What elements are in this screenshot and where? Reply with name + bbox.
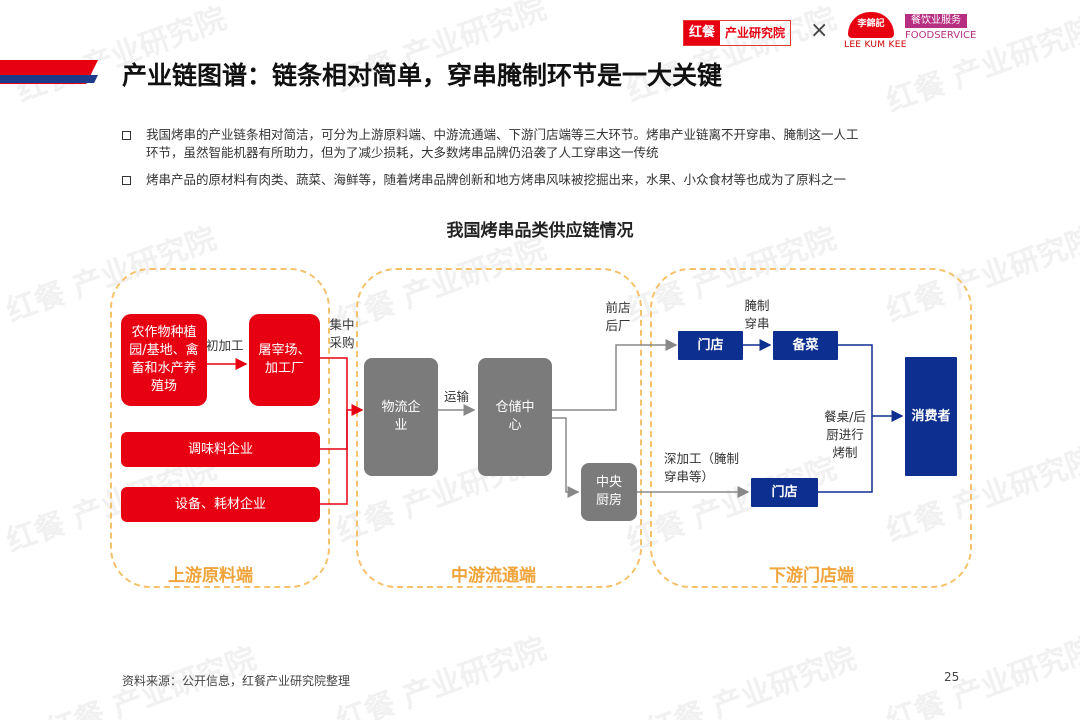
edge-label-front-store-back-factory: 前店后厂 [605,300,631,333]
node-prep: 备菜 [773,331,838,360]
bullet-2-line-1: 烤串产品的原材料有肉类、蔬菜、海鲜等，随着烤串品牌创新和地方烤串风味被挖掘出来，… [146,172,847,187]
lee-kum-kee-logo-text: LEE KUM KEE [844,40,907,50]
node-farm-base: 农作物种植园/基地、禽畜和水产养殖场 [121,314,207,406]
diagram-title: 我国烤串品类供应链情况 [446,221,634,241]
page-number: 25 [944,670,960,684]
foodservice-logo-cn: 餐饮业服务 [905,14,967,28]
hongcan-logo-text: 产业研究院 [725,26,786,40]
edge-label-centralized-purchase: 集中采购 [329,317,355,350]
node-central-kitchen-label: 中央厨房 [595,475,622,508]
edge-label-table-kitchen-grill: 餐桌/后厨进行烤制 [824,409,866,460]
node-warehouse: 仓储中心 [478,358,552,476]
node-farm-base-label: 农作物种植园/基地、禽畜和水产养殖场 [129,325,199,394]
node-logistics: 物流企业 [364,358,438,476]
node-equipment-company: 设备、耗材企业 [121,487,320,522]
foodservice-logo-en: FOODSERVICE [905,30,977,41]
bullet-square-icon [122,176,131,185]
node-slaughterhouse: 屠宰场、加工厂 [249,314,320,406]
title-accent-blue [0,75,98,83]
hongcan-logo-mark: 红餐 [684,21,721,45]
node-seasoning-company: 调味料企业 [121,432,320,467]
node-consumer: 消费者 [905,357,957,476]
region-upstream [110,268,330,588]
region-upstream-label: 上游原料端 [163,561,258,586]
lee-kum-kee-logo-cn: 李錦記 [857,19,885,29]
edge-label-deep-processing: 深加工（腌制穿串等） [664,451,740,484]
region-downstream [650,268,972,588]
region-downstream-label: 下游门店端 [764,561,859,586]
bullet-square-icon [122,131,131,140]
bullet-1-line-1: 我国烤串的产业链条相对简洁，可分为上游原料端、中游流通端、下游门店端等三大环节。… [146,127,859,142]
node-slaughterhouse-label: 屠宰场、加工厂 [258,343,311,376]
page-title: 产业链图谱：链条相对简单，穿串腌制环节是一大关键 [122,61,723,90]
hongcan-logo: 红餐 产业研究院 [683,20,792,46]
edge-label-transport: 运输 [444,389,470,404]
node-logistics-label: 物流企业 [381,400,421,433]
region-midstream-label: 中游流通端 [446,561,541,586]
collab-times-sign: × [810,18,829,43]
node-store-top: 门店 [678,331,743,360]
edge-label-marinate-skewer: 腌制穿串 [744,298,770,331]
node-warehouse-label: 仓储中心 [495,400,535,433]
bullet-1-line-2: 环节，虽然智能机器有所助力，但为了减少损耗，大多数烤串品牌仍沿袭了人工穿串这一传… [146,145,659,160]
node-store-bottom: 门店 [751,478,818,507]
region-midstream [356,268,642,588]
edge-label-initial-processing: 初加工 [206,338,244,353]
node-central-kitchen: 中央厨房 [581,463,637,521]
source-note: 资料来源：公开信息，红餐产业研究院整理 [122,674,351,688]
